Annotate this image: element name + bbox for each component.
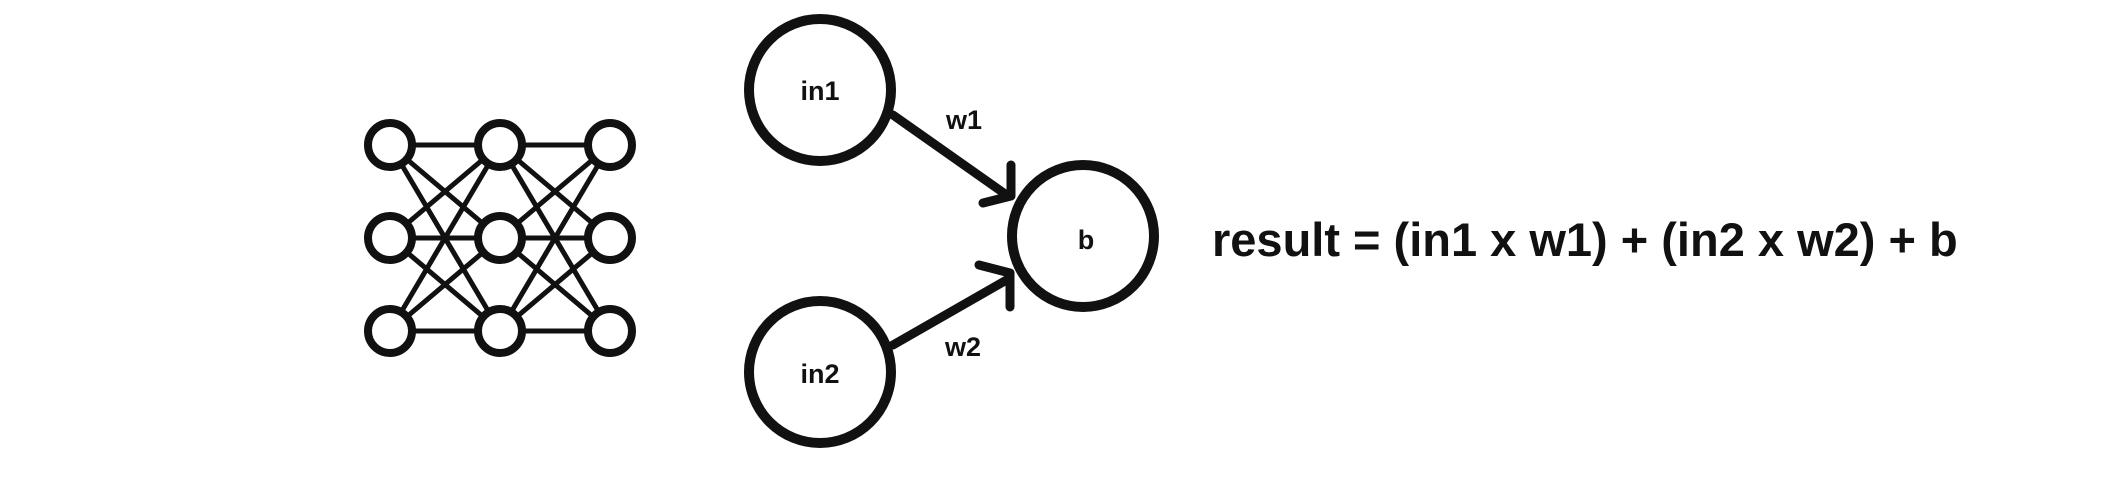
network-icon-node [474, 119, 526, 171]
result-formula: result = (in1 x w1) + (in2 x w2) + b [1212, 213, 1958, 266]
weight-label-w2: w2 [944, 332, 981, 362]
input-node-label: in2 [800, 359, 839, 389]
input-node-in2: in2 [744, 296, 896, 448]
network-icon-node [474, 212, 526, 264]
weight-label-w1: w1 [945, 105, 982, 135]
output-node-label: b [1078, 225, 1095, 255]
network-icon-edge [497, 143, 613, 333]
neural-network-icon [364, 119, 636, 357]
network-icon-node [584, 119, 636, 171]
connection-in1-to-b [888, 110, 1016, 208]
network-icon-node [584, 305, 636, 357]
network-icon-node [474, 305, 526, 357]
arrowhead-w2 [974, 260, 1015, 312]
network-icon-node [364, 305, 416, 357]
output-node-b: b [1007, 160, 1159, 312]
network-icon-node [364, 212, 416, 264]
network-icon-node [364, 119, 416, 171]
input-node-in1: in1 [744, 14, 896, 166]
network-icon-edge [387, 143, 503, 333]
input-node-label: in1 [800, 76, 839, 106]
network-icon-node [584, 212, 636, 264]
arrowhead-w1 [978, 160, 1016, 208]
connection-in2-to-b [888, 260, 1015, 350]
